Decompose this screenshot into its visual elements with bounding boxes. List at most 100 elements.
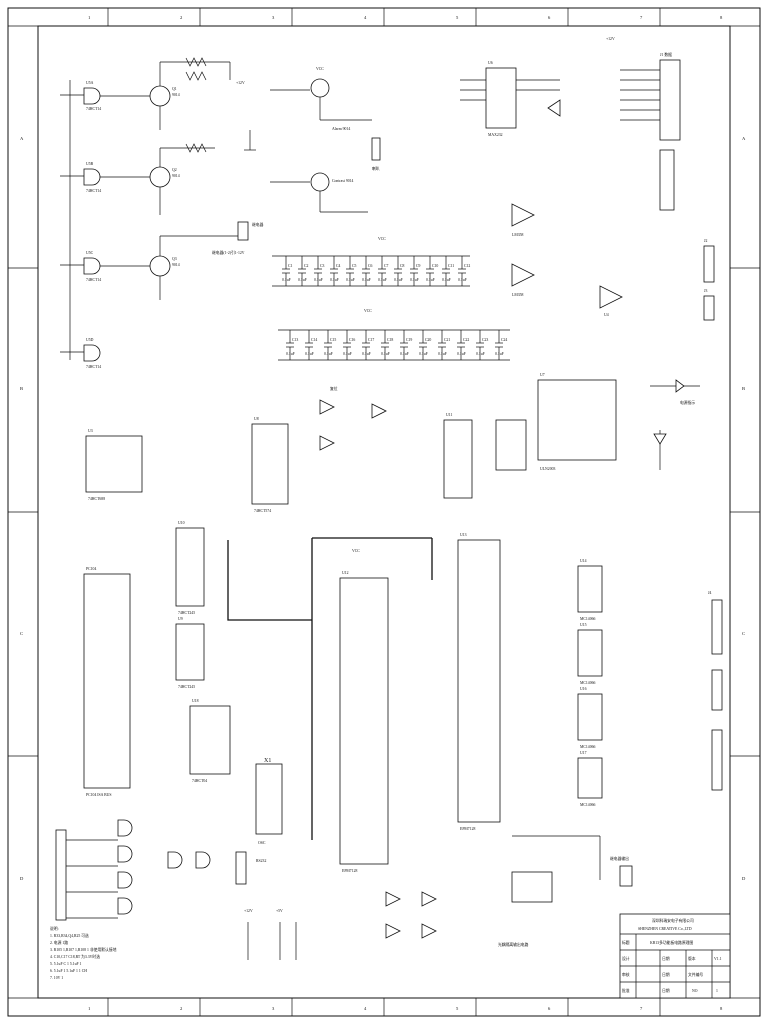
connector-j4: J4 bbox=[708, 591, 723, 791]
relay-label: 继电器 bbox=[252, 222, 264, 227]
optocoupler-section: 光耦隔离输出电路 继电器输出 bbox=[498, 835, 633, 947]
transistor-symbol bbox=[149, 255, 171, 277]
u11-latch-chip: U11 bbox=[443, 413, 527, 499]
date-label: 日期 bbox=[662, 988, 670, 993]
power-indicator-label: 电源指示 bbox=[680, 400, 695, 405]
vcc-label: VCC bbox=[316, 67, 324, 71]
col-marker: 7 bbox=[640, 15, 643, 20]
sheet-outer-border bbox=[7, 7, 761, 1017]
vcc-label: +12V bbox=[606, 37, 615, 41]
capacitor: C60.1uF bbox=[362, 256, 373, 286]
gate-part: 74HCT14 bbox=[86, 278, 101, 282]
note-line: 4. C10,C17 C18,RT 为3.3V时选 bbox=[50, 954, 100, 960]
capacitor-ref: C22 bbox=[463, 338, 469, 342]
chip-part: 74HCT245 bbox=[178, 685, 195, 689]
col-marker: 8 bbox=[720, 15, 723, 20]
u4-comparator: LM358 LM358 U4 bbox=[511, 203, 623, 317]
chip-part: ULN2003 bbox=[540, 467, 555, 471]
relay-note: 继电器(1-2)引1-12V bbox=[212, 250, 245, 255]
capacitor-ref: C16 bbox=[349, 338, 355, 342]
vcc-label: VCC bbox=[378, 237, 386, 241]
capacitor-ref: C24 bbox=[501, 338, 507, 342]
capacitor-ref: C15 bbox=[330, 338, 336, 342]
capacitor-value: 0.1uF bbox=[458, 278, 467, 282]
col-marker: 3 bbox=[272, 15, 275, 20]
chip-ref: U18 bbox=[192, 699, 199, 703]
gate-part: 74HCT14 bbox=[86, 107, 101, 111]
speaker-connector bbox=[371, 137, 381, 161]
drawing-title: KB13多功能板电路原理图 bbox=[650, 940, 693, 945]
vcc-label: VCC bbox=[352, 549, 360, 553]
col-marker: 6 bbox=[548, 1006, 551, 1011]
capacitor-value: 0.1uF bbox=[457, 352, 466, 356]
title-block: 深圳科瑞安电子有限公司 SHENZHEN CREATIVE Co.,LTD 标题… bbox=[619, 913, 731, 999]
note-line: 7. 10V 1 bbox=[50, 976, 63, 980]
col-marker: 1 bbox=[88, 1006, 91, 1011]
version-value: V1.1 bbox=[714, 957, 722, 961]
connector-label: J2 bbox=[704, 239, 707, 243]
u8-latch-chip: U8 74HCT574 bbox=[251, 417, 289, 513]
capacitor: C50.1uF bbox=[346, 256, 357, 286]
sheet-no-label: NO bbox=[692, 989, 698, 993]
vcc-label: +12V bbox=[244, 909, 253, 913]
capacitor-ref: C2 bbox=[304, 264, 309, 268]
chip-ref: X1 bbox=[264, 758, 271, 764]
chip-ref: U10 bbox=[178, 521, 185, 525]
capacitor-ref: C14 bbox=[311, 338, 317, 342]
cpld-main: U12 EPM7128 VCC bbox=[339, 549, 389, 873]
chip-ref: PC104 bbox=[86, 567, 96, 571]
capacitor: C24 0.1uF bbox=[495, 330, 507, 360]
speaker-label: 喇叭 bbox=[372, 166, 380, 171]
connector-label: RS232 bbox=[256, 859, 266, 863]
capacitor-ref: C21 bbox=[444, 338, 450, 342]
col-marker: 4 bbox=[364, 1006, 367, 1011]
transistor-ref: Q1 bbox=[172, 87, 177, 91]
capacitor-row-1-marks: C10.1uFC20.1uFC30.1uFC40.1uFC50.1uFC60.1… bbox=[282, 256, 470, 286]
pc104-connector: PC104 PC104 ISA BUS bbox=[83, 567, 131, 797]
chip-part: OSC bbox=[258, 841, 266, 845]
transistor-part: 9014 bbox=[172, 263, 180, 267]
relay-output-label: 继电器输出 bbox=[610, 856, 629, 861]
date-label: 日期 bbox=[662, 972, 670, 977]
capacitor-value: 0.1uF bbox=[410, 278, 419, 282]
driver-stage-3: U5C 74HCT14 Q3 9014 继电器 继电器(1-2)引1-12V bbox=[60, 221, 264, 300]
capacitor-value: 0.1uF bbox=[346, 278, 355, 282]
chip-ref: U4 bbox=[604, 313, 609, 317]
capacitor: C22 0.1uF bbox=[457, 330, 469, 360]
title-label: 标题 bbox=[622, 940, 630, 945]
chip-ref: U16 bbox=[580, 687, 587, 691]
capacitor-value: 0.1uF bbox=[362, 352, 371, 356]
row-marker: C bbox=[742, 631, 745, 636]
notes-block: 说明: 1. R33,R34,Q4,R25 可选 2. 电源 1路 3. R10… bbox=[50, 926, 117, 980]
col-marker: 5 bbox=[456, 1006, 459, 1011]
gate-ref: U5B bbox=[86, 162, 94, 166]
capacitor-row-2: VCC bbox=[278, 309, 510, 361]
capacitor-value: 0.1uF bbox=[426, 278, 435, 282]
capacitor-row-2-marks: C130.1uFC140.1uFC150.1uFC160.1uFC170.1uF… bbox=[286, 330, 507, 360]
capacitor-value: 0.1uF bbox=[495, 352, 504, 356]
capacitor-ref: C8 bbox=[400, 264, 405, 268]
note-line: 1. R33,R34,Q4,R25 可选 bbox=[50, 933, 89, 939]
chip-part: MAX232 bbox=[488, 133, 503, 137]
chip-ref: U17 bbox=[580, 751, 587, 755]
vcc-label: VCC bbox=[364, 309, 372, 313]
col-marker: 4 bbox=[364, 15, 367, 20]
chip-part: LM358 bbox=[512, 233, 523, 237]
chip-ref: U3 bbox=[88, 429, 93, 433]
transistor-part: 9014 bbox=[172, 93, 180, 97]
rs232-connector bbox=[235, 851, 247, 885]
capacitor-ref: C18 bbox=[387, 338, 393, 342]
date-label: 日期 bbox=[662, 956, 670, 961]
chip-ref: U12 bbox=[342, 571, 349, 575]
connector-label: J4 bbox=[708, 591, 711, 595]
switch-u14: U14 MC14066 bbox=[577, 559, 603, 621]
u9-transceiver: U9 74HCT245 bbox=[175, 617, 205, 689]
chip-ref: U6 bbox=[488, 61, 493, 65]
capacitor-value: 0.1uF bbox=[362, 278, 371, 282]
capacitor: C40.1uF bbox=[330, 256, 341, 286]
company-name-en: SHENZHEN CREATIVE Co.,LTD bbox=[638, 927, 692, 932]
